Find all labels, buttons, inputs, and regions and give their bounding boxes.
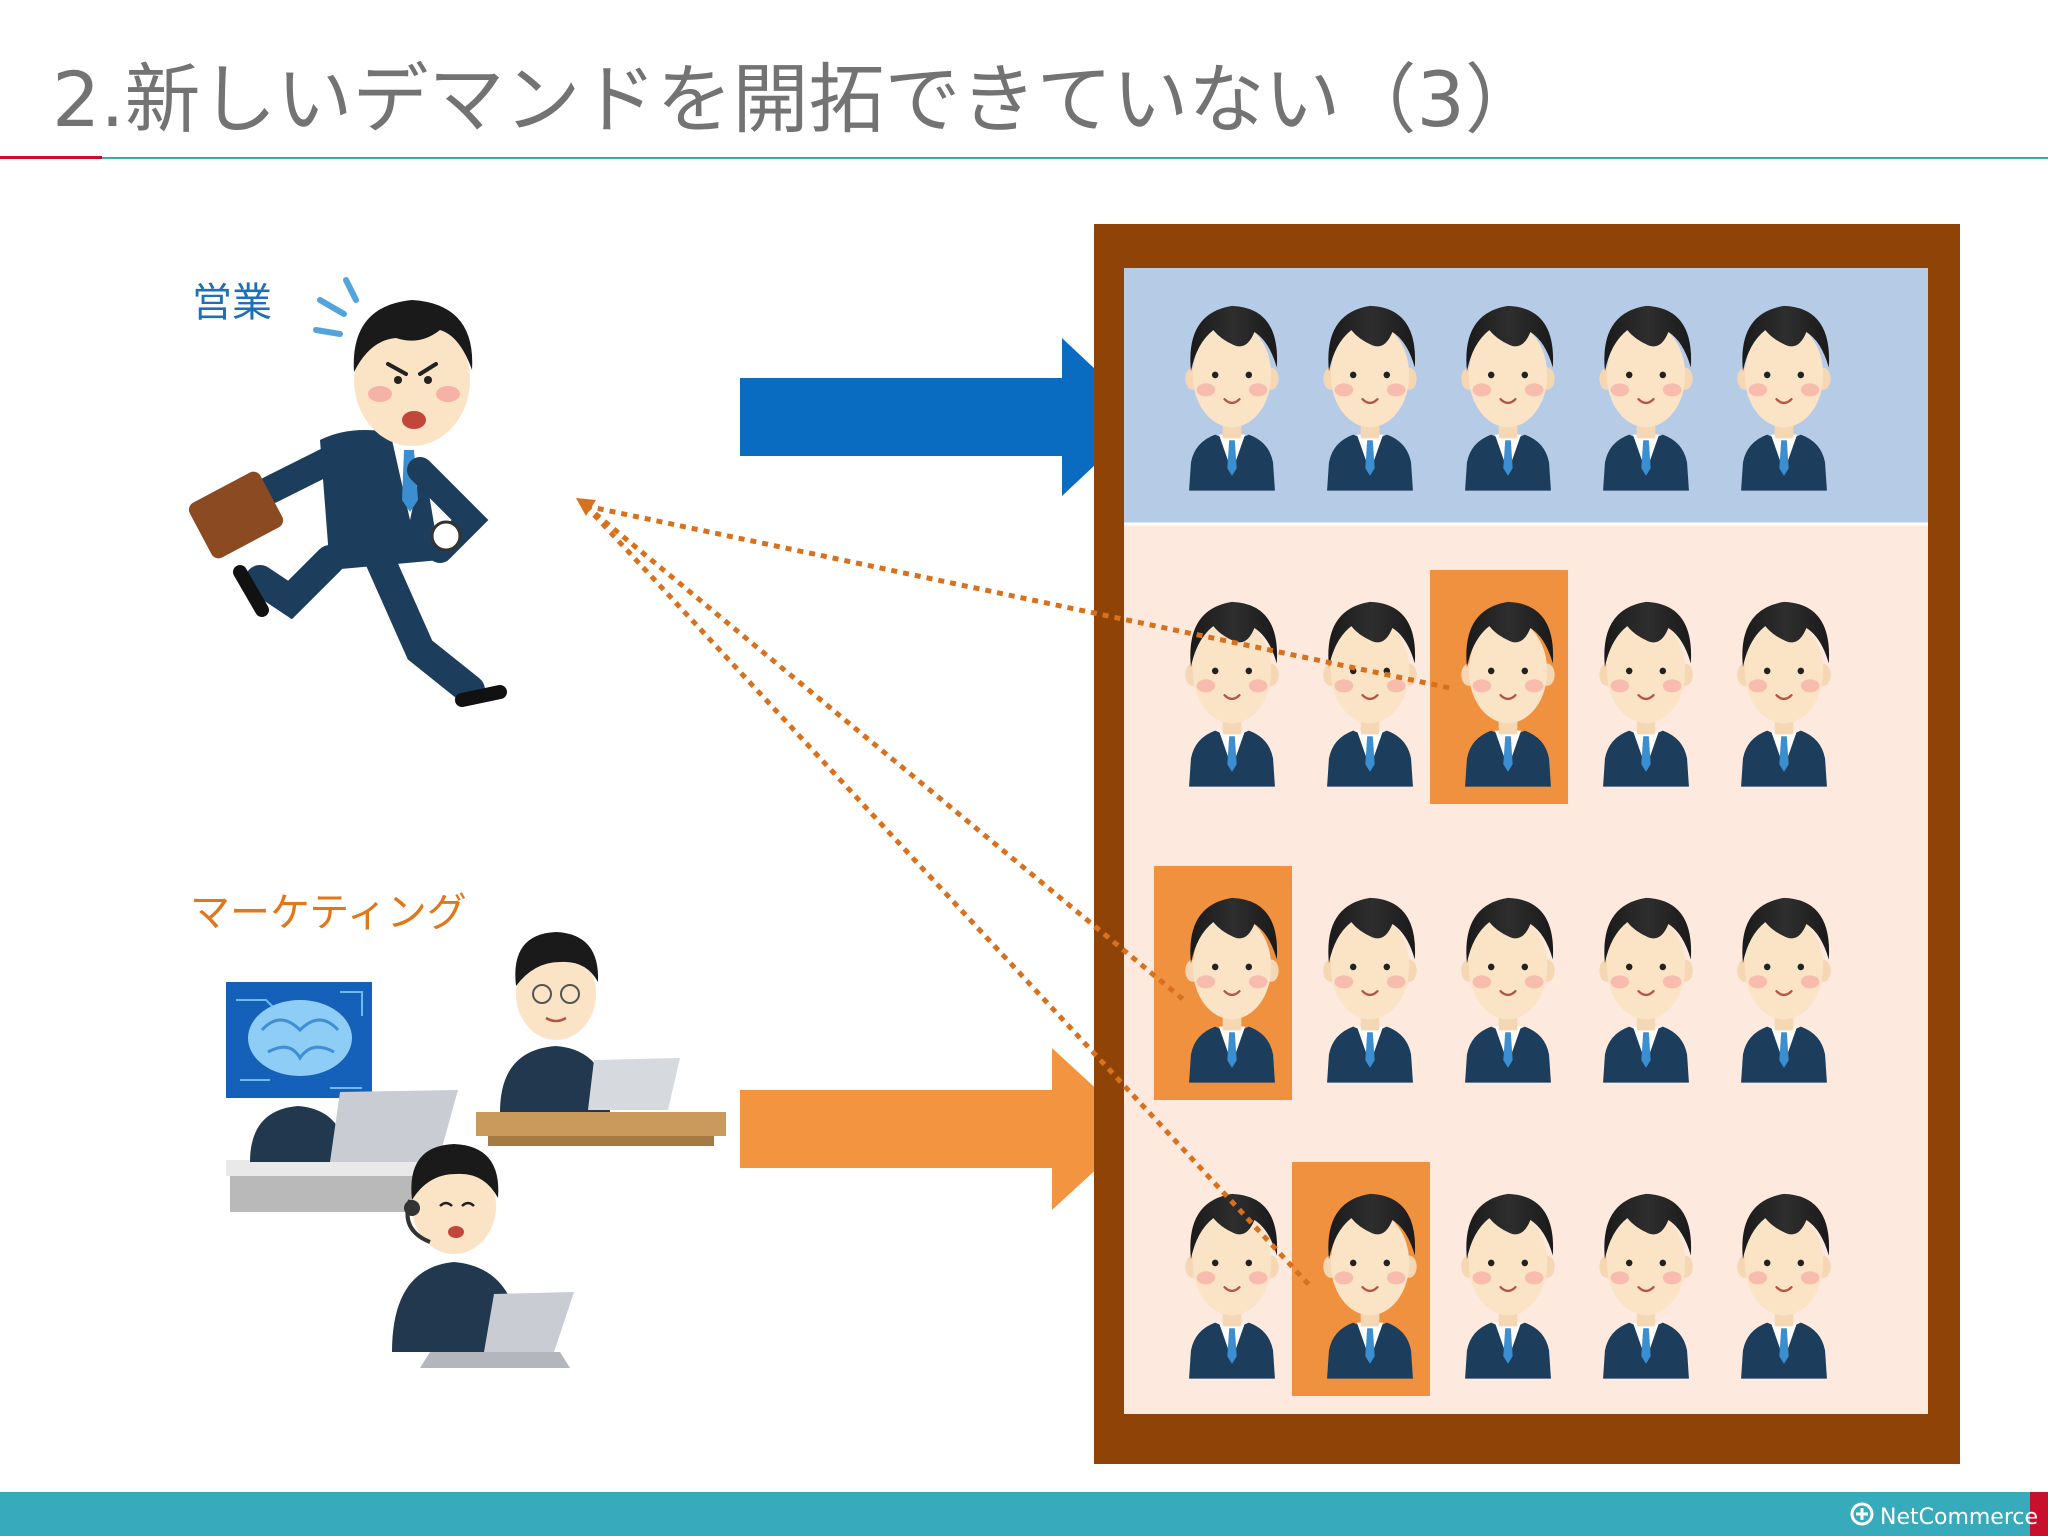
businessman-avatar-icon — [1322, 896, 1418, 1084]
brand-name: NetCommerce — [1880, 1505, 2038, 1530]
marketing-label: マーケティング — [190, 890, 467, 936]
businessman-avatar-icon — [1322, 1192, 1418, 1380]
businessman-avatar-icon — [1322, 304, 1418, 492]
businessman-avatar-icon — [1460, 896, 1556, 1084]
businessman-avatar-icon — [1184, 896, 1280, 1084]
businessman-avatar-icon — [1736, 896, 1832, 1084]
businessman-avatar-icon — [1460, 600, 1556, 788]
businessman-avatar-icon — [1460, 1192, 1556, 1380]
page-title: 2.新しいデマンドを開拓できていない（3） — [52, 55, 1541, 144]
businessman-avatar-icon — [1460, 304, 1556, 492]
businessman-avatar-icon — [1598, 896, 1694, 1084]
businessman-avatar-icon — [1598, 600, 1694, 788]
businessman-avatar-icon — [1736, 600, 1832, 788]
footer-bar — [0, 1492, 2048, 1536]
businessman-avatar-icon — [1598, 1192, 1694, 1380]
sales-connection-lines — [584, 503, 1451, 1290]
businessman-avatar-icon — [1184, 600, 1280, 788]
sales-arrow — [740, 338, 1146, 496]
running-salesman-icon — [188, 277, 507, 707]
businessman-avatar-icon — [1736, 1192, 1832, 1380]
title-underline — [102, 157, 2048, 159]
businessman-avatar-icon — [1736, 304, 1832, 492]
businessman-avatar-icon — [1184, 1192, 1280, 1380]
sales-connection-origin — [576, 498, 596, 516]
businessman-avatar-icon — [1184, 304, 1280, 492]
title-accent-red — [0, 156, 102, 159]
sales-label: 営業 — [192, 280, 272, 326]
marketing-arrow — [740, 1048, 1140, 1210]
marketing-team-icon — [226, 932, 726, 1368]
netcommerce-logo-icon — [1850, 1502, 1874, 1526]
businessman-avatar-icon — [1598, 304, 1694, 492]
businessman-avatar-icon — [1322, 600, 1418, 788]
footer-accent — [2030, 1492, 2048, 1536]
